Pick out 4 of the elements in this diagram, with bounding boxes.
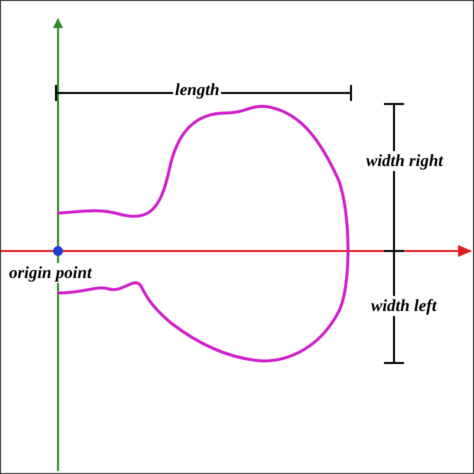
dimension-label: width left	[369, 296, 439, 316]
dimension-label: length	[173, 80, 222, 100]
point-label: origin point	[7, 263, 94, 283]
dimension-label: width right	[364, 151, 446, 171]
